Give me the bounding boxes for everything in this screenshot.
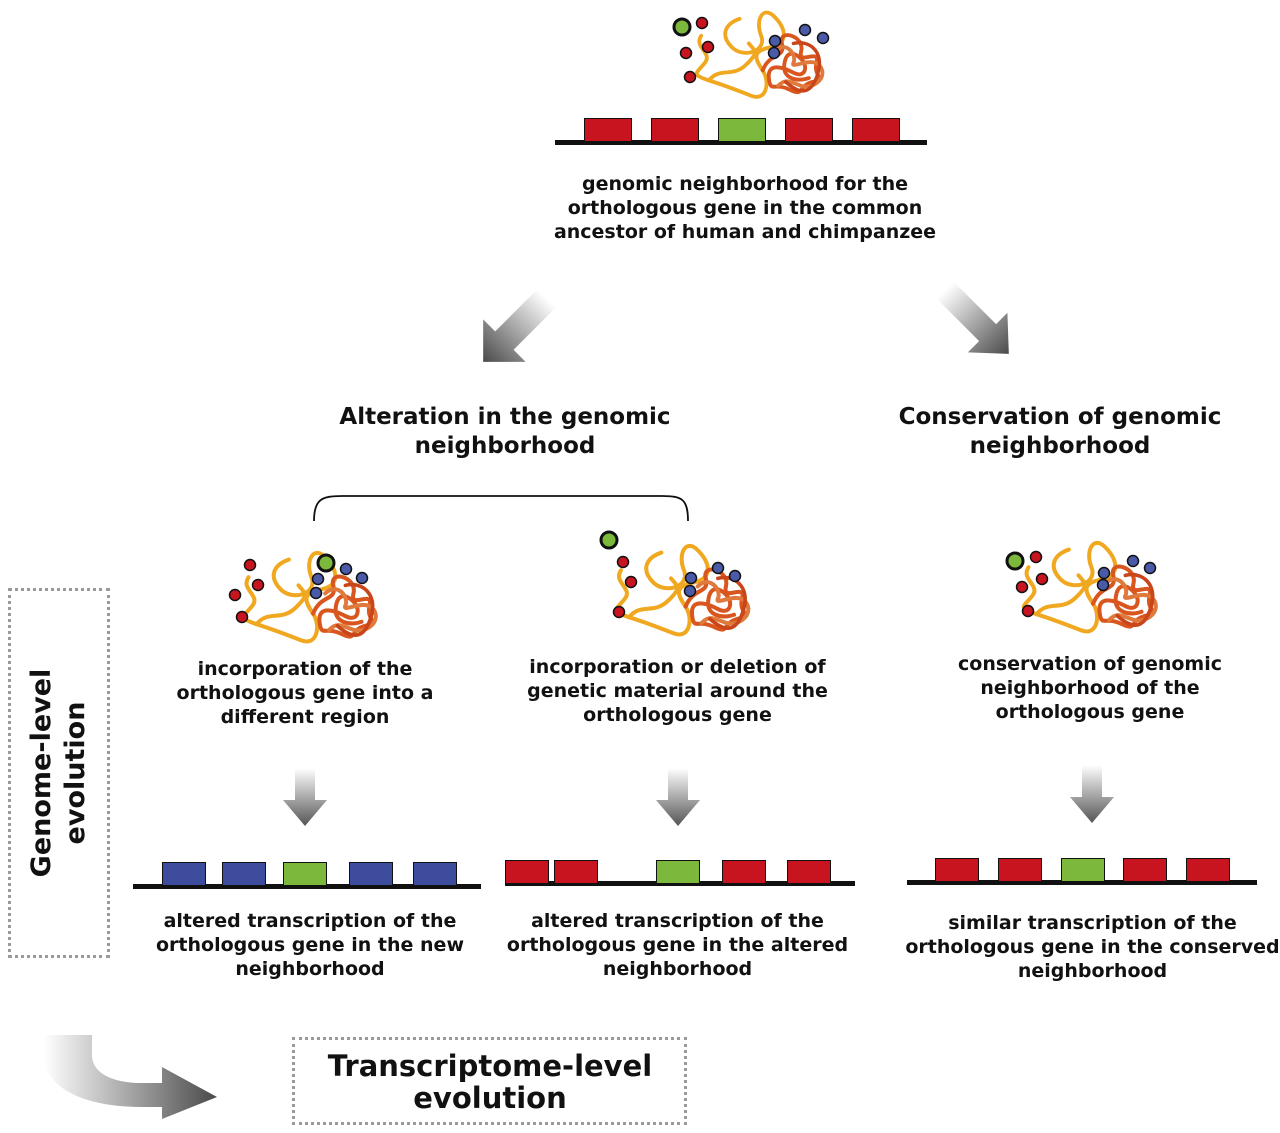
conserved-orthologous-gene [1061, 858, 1105, 882]
curved-arrow-icon [44, 1035, 217, 1119]
relocation-dna-strand [133, 884, 481, 889]
genome-level-label: Genome-level evolution [26, 668, 91, 878]
conservation-heading: Conservation of genomic neighborhood [898, 404, 1222, 459]
conserved-gene-4 [1123, 858, 1167, 882]
conserved-gene-2 [998, 858, 1042, 882]
bracket-icon [313, 495, 689, 522]
indel-gene-2 [554, 860, 598, 884]
indel-chromatin [595, 530, 760, 640]
ancestor-caption: genomic neighborhood for the orthologous… [553, 173, 937, 243]
gray-gradient-arrow-icon [656, 768, 700, 826]
chromatin-fiber-icon [228, 545, 390, 645]
conserved-chromatin [1000, 535, 1170, 635]
transcriptome-level-label: Transcriptome-level evolution [327, 1049, 653, 1115]
ancestor-chromatin [660, 5, 850, 100]
ancestor-gene-2 [651, 118, 699, 142]
chromatin-fiber-icon [1005, 535, 1170, 635]
conserved-description: conservation of genomic neighborhood of … [958, 653, 1222, 723]
indel-gene-1 [505, 860, 549, 884]
relocation-description: incorporation of the orthologous gene in… [176, 658, 434, 728]
relocation-orthologous-gene [283, 862, 327, 886]
indel-orthologous-gene [656, 860, 700, 884]
relocation-chromatin [220, 545, 390, 645]
relocation-gene-4 [349, 862, 393, 886]
ancestor-gene-4 [785, 118, 833, 142]
conserved-gene-5 [1186, 858, 1230, 882]
ancestor-gene-5 [852, 118, 900, 142]
alteration-heading: Alteration in the genomic neighborhood [339, 404, 671, 459]
indel-gene-5 [787, 860, 831, 884]
gray-gradient-arrow-icon [283, 768, 327, 826]
gray-gradient-arrow-icon [936, 281, 1009, 354]
relocation-outcome: altered transcription of the orthologous… [156, 910, 464, 980]
indel-description: incorporation or deletion of genetic mat… [527, 656, 828, 726]
ancestor-dna-strand [555, 140, 927, 145]
genome-level-box [8, 588, 110, 958]
relocation-gene-5 [413, 862, 457, 886]
conserved-dna-strand [907, 880, 1257, 885]
conserved-gene-1 [935, 858, 979, 882]
ancestor-gene-1 [584, 118, 632, 142]
gray-gradient-arrow-icon [483, 288, 557, 362]
transcriptome-level-box [292, 1037, 687, 1125]
gray-gradient-arrow-icon [1070, 765, 1114, 823]
chromatin-fiber-icon [672, 5, 830, 100]
chromatin-fiber-icon [599, 530, 760, 640]
ancestor-orthologous-gene [718, 118, 766, 142]
indel-gene-4 [722, 860, 766, 884]
indel-outcome: altered transcription of the orthologous… [506, 910, 849, 980]
conserved-outcome: similar transcription of the orthologous… [905, 912, 1280, 982]
relocation-gene-2 [222, 862, 266, 886]
relocation-gene-1 [162, 862, 206, 886]
